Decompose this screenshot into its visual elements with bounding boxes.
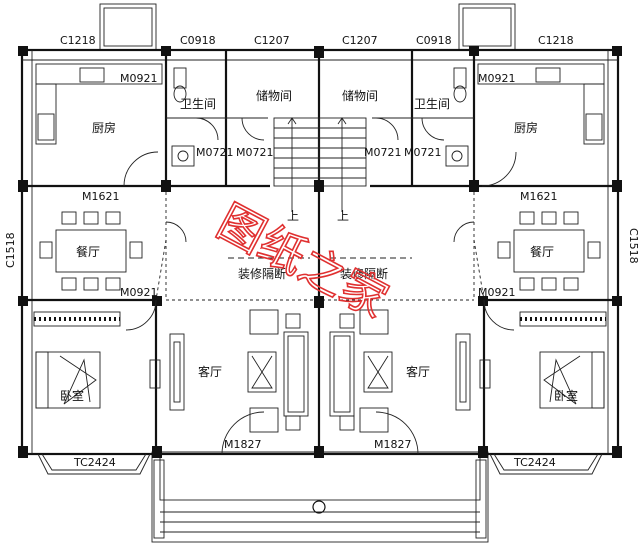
door-label: M1827: [224, 438, 262, 451]
door-label: M1621: [82, 190, 120, 203]
stair-up-label: 上: [287, 209, 299, 223]
room-label-bathroom: 卫生间: [180, 97, 216, 111]
sofa-set-left: [247, 309, 309, 433]
room-label-bedroom: 卧室: [554, 388, 578, 403]
door-label: M0921: [478, 72, 516, 85]
kitchen-fixtures: [35, 63, 605, 145]
room-label-dining: 餐厅: [530, 244, 554, 259]
entrance-porch: [151, 451, 489, 543]
room-label-partition: 装修隔断: [340, 266, 388, 281]
dining-table-left: [39, 211, 143, 291]
center-downpipe: [312, 500, 326, 514]
window-label: C0918: [180, 34, 216, 47]
door-swings: [123, 117, 517, 455]
bed-left: [35, 351, 101, 409]
window-label: C1518: [627, 228, 640, 264]
door-label: M0921: [478, 286, 516, 299]
door-label: M0721: [404, 146, 442, 159]
room-label-storage: 储物间: [256, 88, 292, 103]
bed-right: [539, 351, 605, 409]
door-label: M0921: [120, 286, 158, 299]
window-label: C1518: [4, 232, 17, 268]
room-label-kitchen: 厨房: [514, 120, 538, 135]
watermark: 图纸之家: [209, 194, 397, 328]
sofa-set-right: [329, 309, 393, 433]
window-labels: C1218 C0918 C1207 C1207 C0918 C1218 C151…: [4, 34, 640, 469]
door-label: M0721: [236, 146, 274, 159]
room-label-bedroom: 卧室: [60, 388, 84, 403]
tv-units: [149, 333, 491, 411]
room-label-storage: 储物间: [342, 88, 378, 103]
bathroom-fixtures: [171, 67, 469, 167]
window-label: C1218: [60, 34, 96, 47]
room-label-bathroom: 卫生间: [414, 97, 450, 111]
room-label-living: 客厅: [198, 364, 222, 379]
door-label: M1827: [374, 438, 412, 451]
door-label: M0721: [196, 146, 234, 159]
door-labels: M0921 M0921 M0721 M0721 M0721 M0721 M162…: [82, 72, 558, 451]
room-label-partition: 装修隔断: [238, 266, 286, 281]
back-exits: [99, 3, 516, 51]
window-label: C1218: [538, 34, 574, 47]
room-label-dining: 餐厅: [76, 244, 100, 259]
room-label-kitchen: 厨房: [92, 120, 116, 135]
window-label: C0918: [416, 34, 452, 47]
window-label: TC2424: [73, 456, 116, 469]
bay-windows: [37, 453, 603, 475]
door-label: M1621: [520, 190, 558, 203]
interior-walls: [22, 50, 618, 454]
room-labels: 厨房 厨房 卫生间 卫生间 储物间 储物间 餐厅 餐厅 装修隔断 装修隔断 客厅…: [60, 88, 578, 403]
dining-table-right: [497, 211, 601, 291]
stair-up-label: 上: [337, 209, 349, 223]
window-label: C1207: [342, 34, 378, 47]
door-label: M0721: [364, 146, 402, 159]
wardrobes: [33, 311, 607, 327]
room-label-living: 客厅: [406, 364, 430, 379]
structural-columns: [18, 46, 622, 458]
window-label: TC2424: [513, 456, 556, 469]
window-label: C1207: [254, 34, 290, 47]
door-label: M0921: [120, 72, 158, 85]
